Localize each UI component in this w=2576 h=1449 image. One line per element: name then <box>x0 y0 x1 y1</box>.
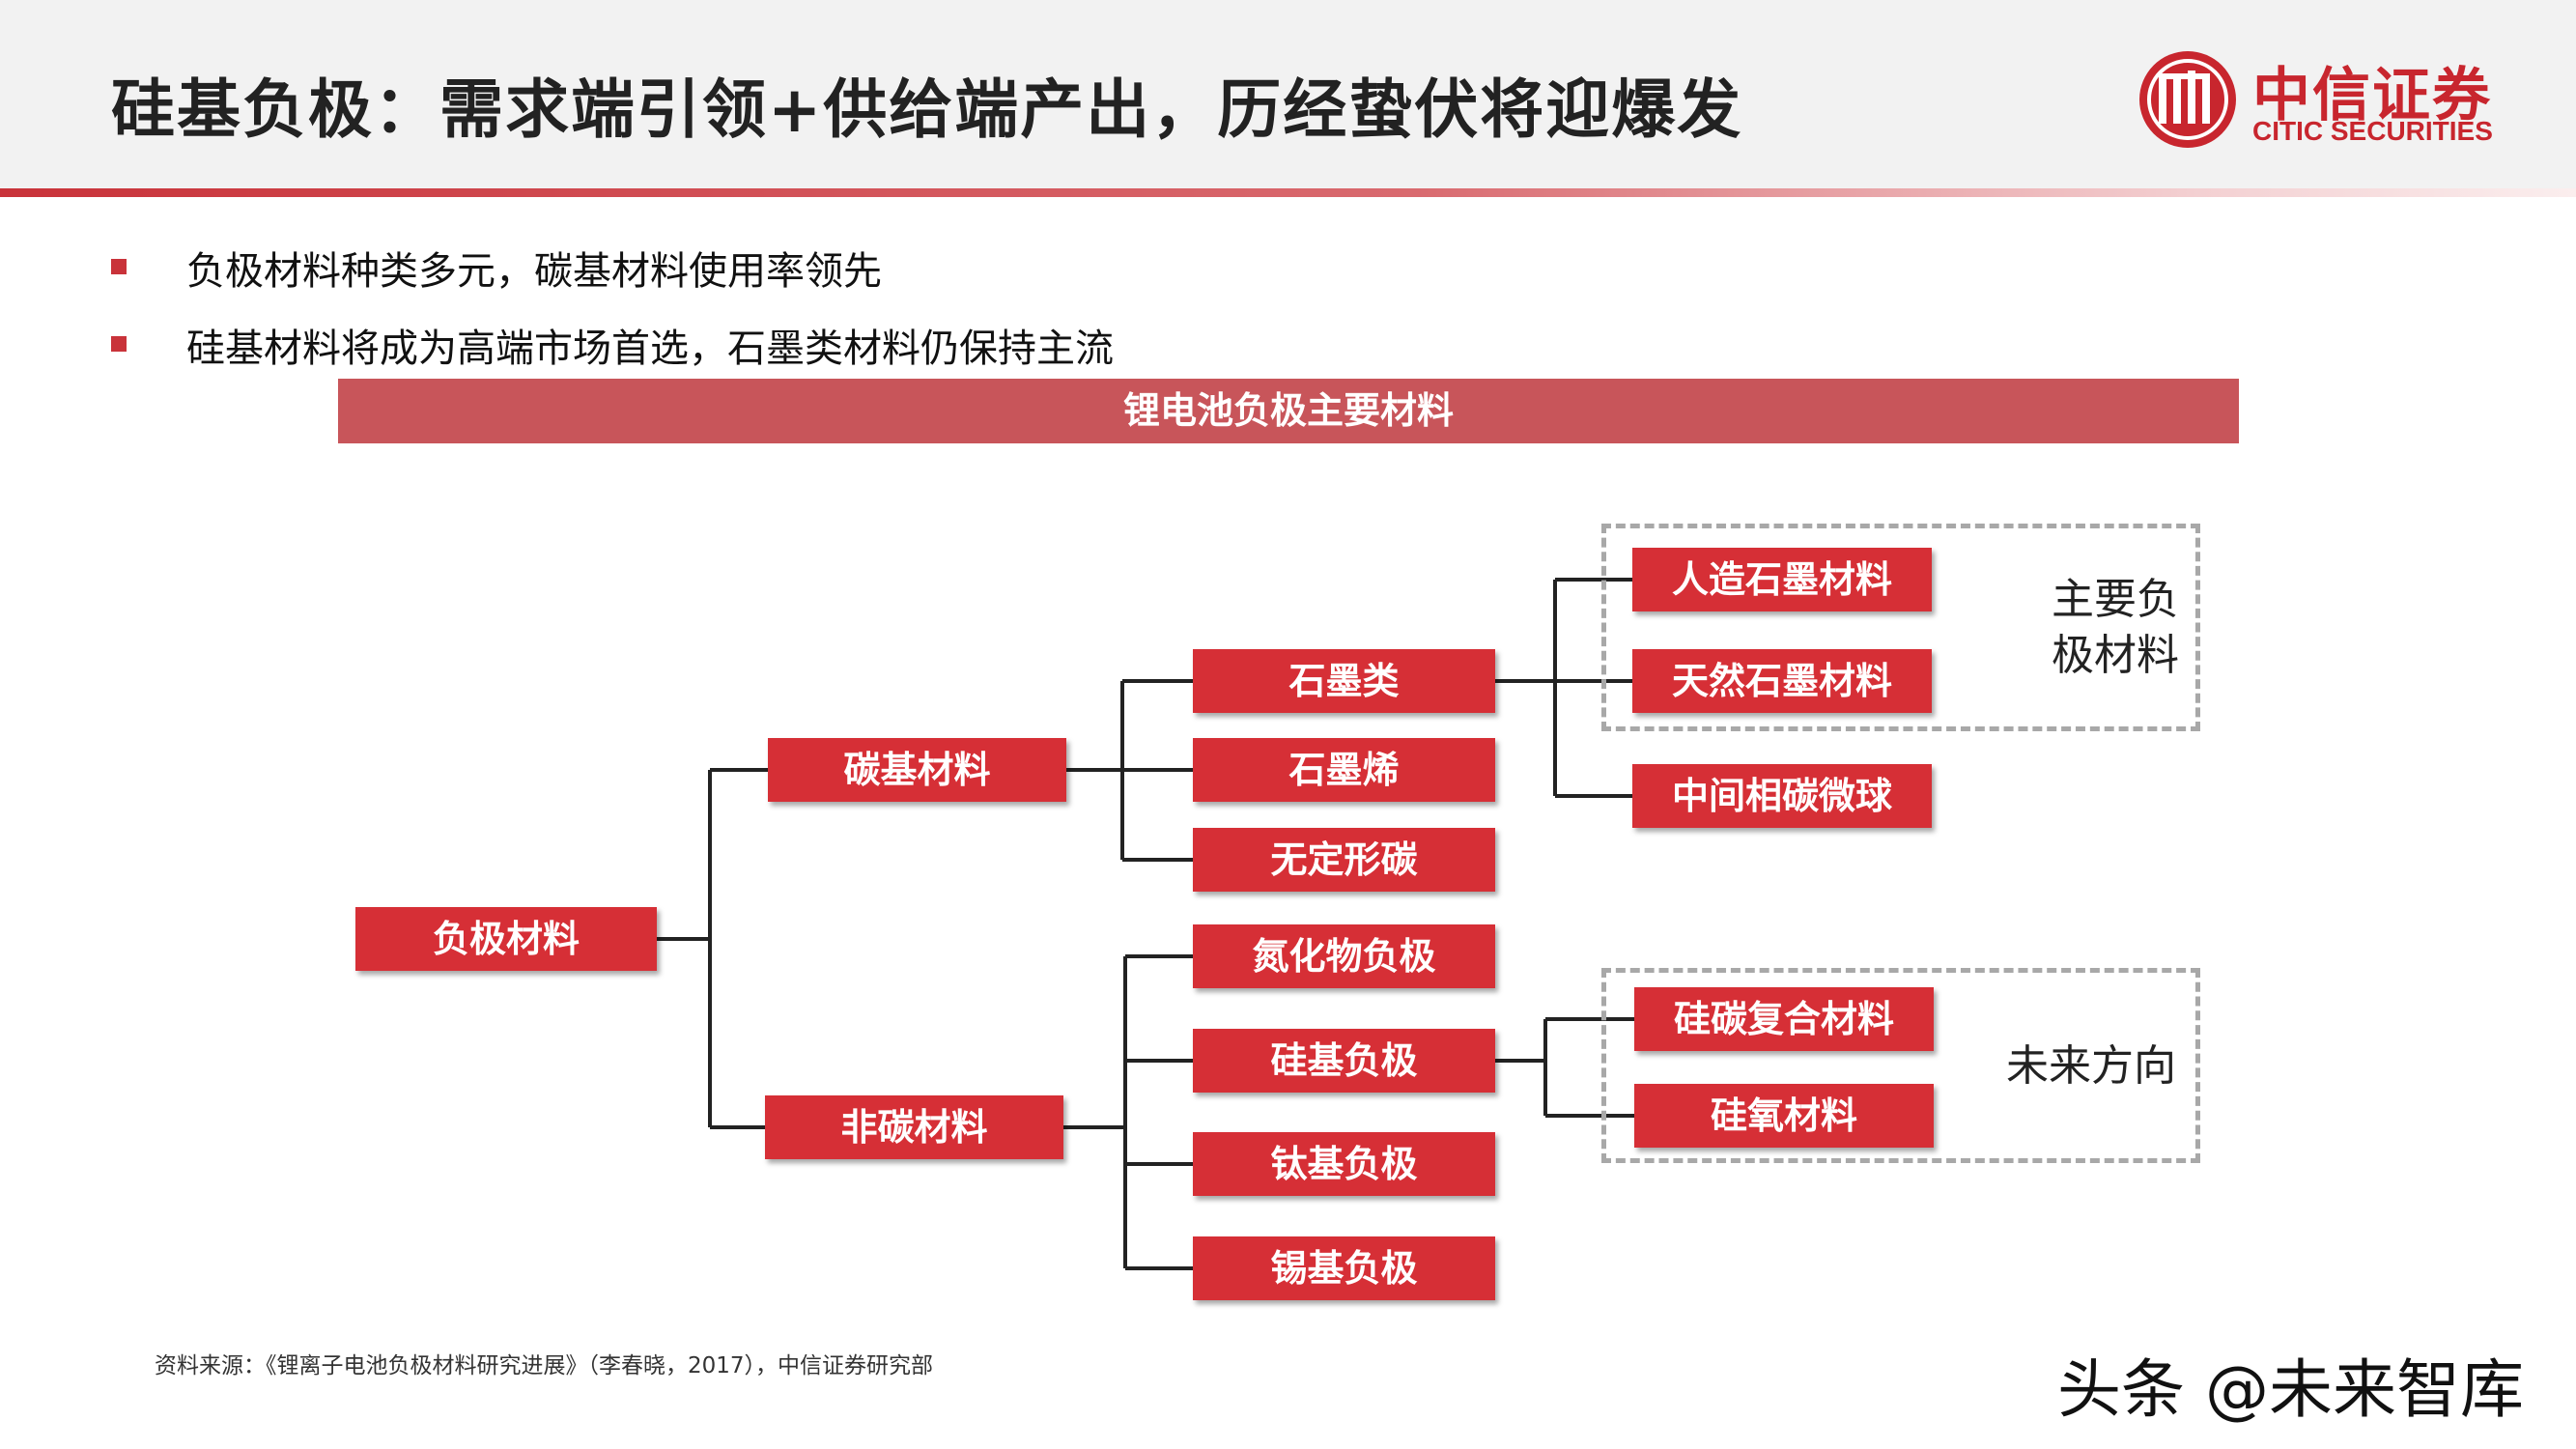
node-graphene: 石墨烯 <box>1193 738 1495 802</box>
group-label-future: 未来方向 <box>2006 1041 2176 1091</box>
node-mcmb: 中间相碳微球 <box>1632 764 1932 828</box>
source-note: 资料来源：《锂离子电池负极材料研究进展》（李春晓，2017），中信证券研究部 <box>155 1353 934 1378</box>
node-artificial-graphite: 人造石墨材料 <box>1632 548 1932 611</box>
citic-logo: 中信证券 CITIC SECURITIES <box>2135 46 2502 153</box>
node-titanium-based: 钛基负极 <box>1193 1132 1495 1196</box>
bullet-square-icon <box>111 336 127 352</box>
node-amorphous-carbon: 无定形碳 <box>1193 828 1495 892</box>
main-materials-group <box>1601 524 2200 731</box>
page-title: 硅基负极：需求端引领+供给端产出，历经蛰伏将迎爆发 <box>111 72 1743 147</box>
logo-english-text: CITIC SECURITIES <box>2252 116 2493 146</box>
node-silicon-oxide: 硅氧材料 <box>1634 1084 1934 1148</box>
diagram-banner: 锂电池负极主要材料 <box>338 379 2239 443</box>
node-anode-materials: 负极材料 <box>355 907 657 971</box>
header-divider <box>0 188 2576 197</box>
bullet-text: 负极材料种类多元，碳基材料使用率领先 <box>186 249 882 294</box>
node-silicon-based: 硅基负极 <box>1193 1029 1495 1093</box>
node-carbon-based: 碳基材料 <box>768 738 1066 802</box>
bullet-text: 硅基材料将成为高端市场首选，石墨类材料仍保持主流 <box>186 327 1114 371</box>
logo-chinese-text: 中信证券 <box>2252 62 2492 129</box>
bullet-square-icon <box>111 259 127 274</box>
citic-logo-icon <box>2139 51 2236 148</box>
node-silicon-carbon: 硅碳复合材料 <box>1634 987 1934 1051</box>
future-direction-group <box>1601 968 2200 1163</box>
node-natural-graphite: 天然石墨材料 <box>1632 649 1932 713</box>
watermark: 头条 @未来智库 <box>2057 1352 2524 1427</box>
node-non-carbon: 非碳材料 <box>765 1095 1063 1159</box>
node-nitride: 氮化物负极 <box>1193 924 1495 988</box>
group-label-main: 主要负 极材料 <box>2052 575 2179 680</box>
node-graphite: 石墨类 <box>1193 649 1495 713</box>
node-tin-based: 锡基负极 <box>1193 1236 1495 1300</box>
